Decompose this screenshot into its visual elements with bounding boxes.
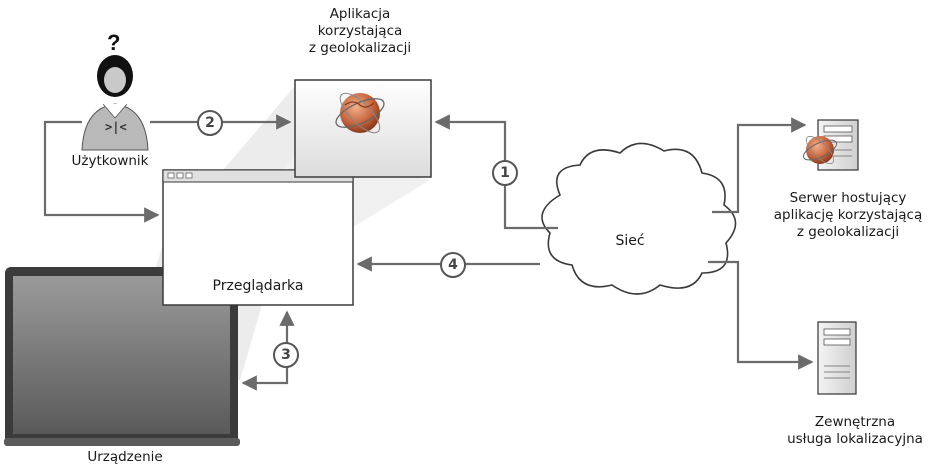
server-label-line-2: aplikację korzystającą xyxy=(773,207,923,223)
step-1-badge: 1 xyxy=(492,160,518,186)
app-label: Aplikacja korzystająca z geolokalizacji xyxy=(290,6,430,57)
app-label-line-2: korzystająca xyxy=(317,23,403,39)
arrow-network-to-server xyxy=(712,117,807,214)
arrow-user-to-browser xyxy=(43,120,160,223)
location-service-label: Zewnętrzna usługa lokalizacyjna xyxy=(775,414,935,448)
step-2-badge: 2 xyxy=(197,110,223,136)
location-service-label-line-1: Zewnętrzna xyxy=(814,414,896,430)
arrow-network-to-location-service xyxy=(708,260,814,370)
location-service-tower xyxy=(817,321,857,395)
arrow-device-browser xyxy=(241,310,295,391)
step-3-badge: 3 xyxy=(273,342,299,368)
browser-label: Przeglądarka xyxy=(212,278,304,294)
server-globe-icon xyxy=(802,135,838,165)
network-cloud xyxy=(541,142,737,295)
app-box xyxy=(294,79,432,178)
server-label-line-3: z geolokalizacji xyxy=(796,224,900,240)
user-label: Użytkownik xyxy=(71,153,149,169)
network-label: Sieć xyxy=(615,233,645,249)
user-question-mark: ? xyxy=(107,30,121,55)
device-label: Urządzenie xyxy=(87,449,163,465)
location-service-label-line-2: usługa lokalizacyjna xyxy=(787,431,923,447)
globe-icon xyxy=(335,92,385,134)
user-icon xyxy=(81,55,149,151)
server-tower xyxy=(802,119,859,171)
server-label: Serwer hostujący aplikację korzystającą … xyxy=(760,190,936,241)
user-badge-icon: >|< xyxy=(105,120,127,134)
app-label-line-3: z geolokalizacji xyxy=(308,40,412,56)
step-4-badge: 4 xyxy=(440,252,466,278)
app-label-line-1: Aplikacja xyxy=(329,6,391,22)
server-label-line-1: Serwer hostujący xyxy=(789,190,907,206)
